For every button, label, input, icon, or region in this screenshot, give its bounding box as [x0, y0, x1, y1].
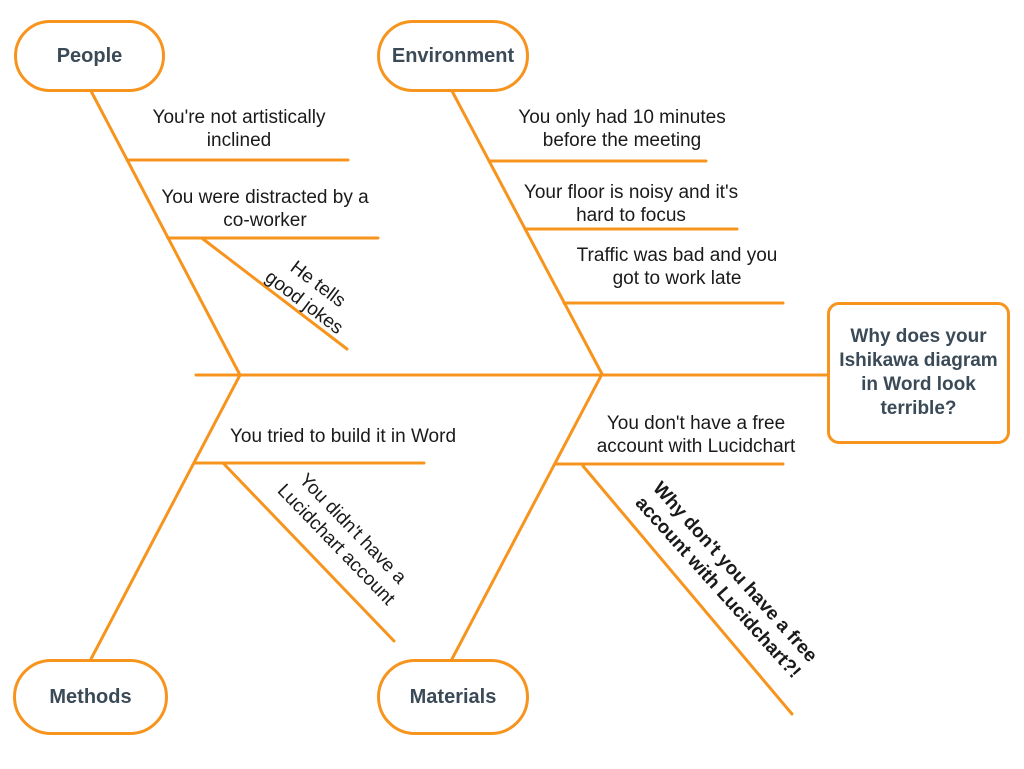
- environment-cause2-label: Your floor is noisy and it's hard to foc…: [523, 182, 739, 226]
- materials-branch-line: [450, 372, 604, 661]
- methods-branch-line: [89, 373, 242, 661]
- category-bubble-materials: Materials: [377, 659, 529, 735]
- environment-cause1-label: You only had 10 minutes before the meeti…: [518, 107, 726, 151]
- category-label-materials: Materials: [409, 685, 497, 708]
- category-label-environment: Environment: [391, 44, 515, 67]
- category-bubble-environment: Environment: [377, 20, 529, 92]
- environment-branch-line: [450, 89, 604, 376]
- materials-subcause1-line: [581, 464, 794, 716]
- category-label-people: People: [56, 44, 123, 67]
- materials-cause1-label: You don't have a free account with Lucid…: [596, 413, 796, 457]
- people-cause2-label: You were distracted by a co-worker: [161, 187, 369, 231]
- environment-cause3-label: Traffic was bad and you got to work late: [576, 245, 778, 289]
- category-bubble-people: People: [14, 20, 165, 92]
- category-label-methods: Methods: [49, 685, 132, 708]
- methods-cause1-label: You tried to build it in Word: [229, 426, 457, 447]
- methods-subcause1-line: [222, 462, 396, 643]
- effect-label: Why does your Ishikawa diagram in Word l…: [839, 326, 998, 419]
- category-bubble-methods: Methods: [13, 659, 168, 735]
- people-cause1-label: You're not artistically inclined: [152, 107, 326, 151]
- effect-box: Why does your Ishikawa diagram in Word l…: [827, 302, 1010, 444]
- people-branch-line: [89, 89, 242, 377]
- people-subcause1-line: [201, 237, 349, 351]
